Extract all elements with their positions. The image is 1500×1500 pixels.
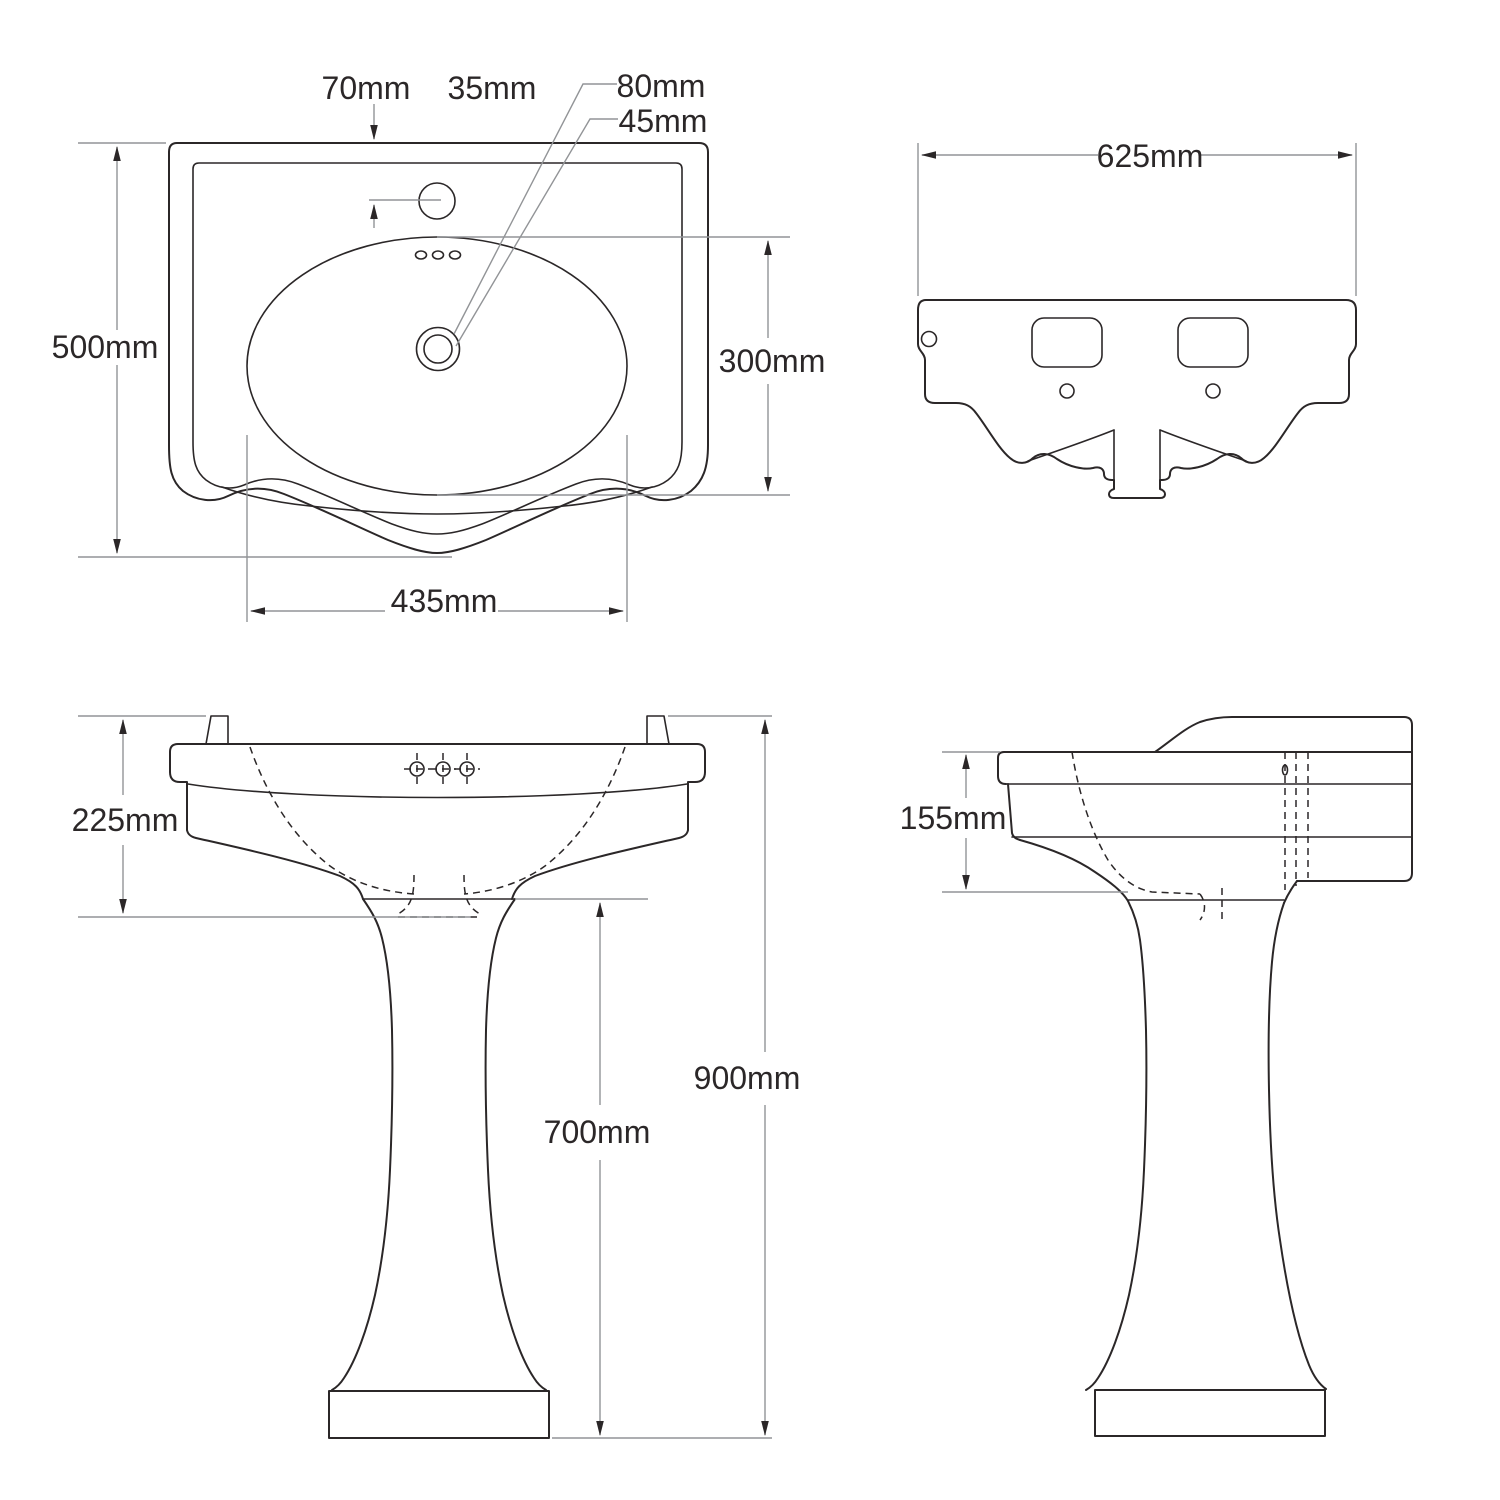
leader-45	[455, 118, 618, 347]
front-rim-bottom-arc	[187, 783, 688, 799]
dim-label-overall-depth: 500mm	[52, 329, 159, 365]
leader-80	[453, 83, 617, 335]
dim-label-waste-outer: 80mm	[617, 68, 706, 104]
front-rim-left-jog	[169, 771, 188, 831]
plan-overflow-slot-2	[431, 250, 445, 260]
plan-overflow-slot-1	[414, 250, 428, 260]
front-hidden-bowl-right	[463, 746, 626, 895]
front-tap-hole-markers	[404, 753, 480, 786]
side-pedestal-front	[1085, 900, 1148, 1391]
side-back-lower	[1283, 880, 1298, 904]
dim-label-overall-width: 625mm	[1097, 138, 1204, 174]
rear-side-hole	[920, 330, 938, 348]
dim-label-rim-thickness: 155mm	[900, 800, 1007, 836]
rear-bowl-arc-left	[1027, 429, 1115, 462]
side-fixing-hole	[1281, 764, 1289, 776]
rear-hole-right	[1205, 383, 1221, 399]
plan-view: 500mm 300mm 435mm 70mm 35mm 80mm 45mm	[52, 68, 826, 622]
side-hidden-trap	[1199, 888, 1223, 922]
front-tap-marker-3-cross	[454, 753, 480, 786]
plan-outer-rim	[168, 142, 709, 554]
plan-waste-outer	[415, 326, 461, 372]
side-view: 155mm	[900, 716, 1413, 1437]
front-upstand-left	[205, 715, 229, 745]
front-upstand-right	[646, 715, 670, 745]
dim-label-tap-hole: 35mm	[448, 70, 537, 106]
dim-label-basin-height: 225mm	[72, 802, 179, 838]
plan-front-contour	[221, 486, 653, 515]
front-hidden-waste-left	[397, 874, 415, 915]
dim-label-bowl-width: 435mm	[391, 583, 498, 619]
side-hidden-bowl	[1071, 751, 1201, 895]
dim-label-pedestal-height: 700mm	[544, 1114, 651, 1150]
front-underside-right	[511, 829, 689, 900]
plan-waste-inner	[423, 334, 453, 364]
dim-label-overall-height: 900mm	[694, 1060, 801, 1096]
front-hidden-bowl-left	[249, 746, 415, 895]
side-front-face	[997, 751, 1007, 785]
side-pedestal-back	[1267, 902, 1327, 1390]
front-rim-right-jog	[687, 771, 706, 831]
side-underside-sweep	[1019, 839, 1129, 902]
front-hidden-waste-right	[463, 874, 481, 915]
front-tap-marker-1-cross	[404, 753, 430, 786]
plan-overflow-slot-3	[448, 250, 462, 260]
rear-fixing-slot-right	[1177, 317, 1249, 368]
rear-view: 625mm	[917, 138, 1357, 499]
dim-label-rim-offset: 70mm	[322, 70, 411, 106]
dim-label-bowl-depth: 300mm	[719, 343, 826, 379]
front-pedestal-base	[328, 1390, 550, 1439]
front-pedestal-left	[331, 898, 394, 1391]
side-pedestal-base	[1094, 1389, 1326, 1437]
plan-tap-hole	[418, 182, 456, 220]
rear-outline	[917, 299, 1357, 499]
front-underside-left	[186, 829, 364, 900]
front-tap-marker-2-cross	[430, 753, 456, 786]
dim-label-waste-inner: 45mm	[619, 103, 708, 139]
front-rim-top	[169, 743, 706, 773]
rear-hole-left	[1059, 383, 1075, 399]
side-upstand	[1154, 716, 1413, 882]
rear-fixing-slot-left	[1031, 317, 1103, 368]
side-apron-edge	[1007, 783, 1021, 841]
front-view: 225mm 700mm 900mm	[72, 715, 801, 1439]
plan-inner-rim	[192, 162, 683, 535]
plan-bowl	[246, 236, 628, 496]
rear-bowl-arc-right	[1159, 429, 1247, 462]
front-pedestal-right	[484, 898, 547, 1391]
